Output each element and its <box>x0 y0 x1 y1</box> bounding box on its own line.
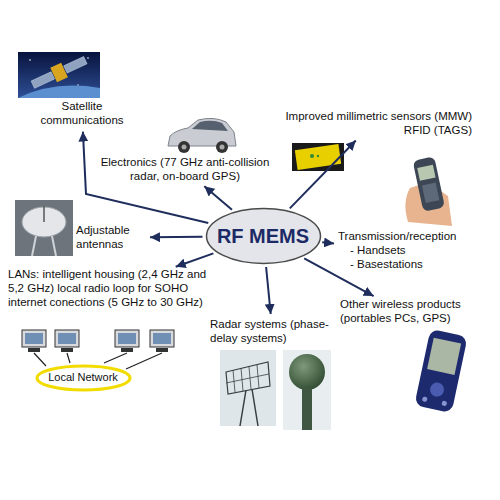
satellite-picture <box>18 52 100 98</box>
ellipse-node: RF MEMS <box>205 207 322 265</box>
ellipse-shape <box>206 209 320 264</box>
car-picture <box>216 141 228 153</box>
car-picture <box>182 145 187 150</box>
antenna-dish-picture <box>15 200 73 256</box>
sensor-picture <box>310 154 314 158</box>
antenna-dish-picture <box>22 207 66 237</box>
sensor-picture <box>292 143 344 171</box>
radar-picture <box>226 362 270 394</box>
radar-picture <box>302 388 312 430</box>
network-picture <box>22 330 174 369</box>
arrow-connector <box>204 186 232 210</box>
gps-picture <box>429 381 446 398</box>
antenna-dish-picture <box>15 200 73 256</box>
sensor-picture <box>317 155 319 157</box>
arrow-connector <box>322 242 334 243</box>
gps-picture <box>427 338 461 375</box>
arrow-connector <box>290 141 356 209</box>
phone-picture <box>413 156 445 211</box>
phone-picture <box>422 183 439 204</box>
node-text: LANs: intelligent housing (2,4 GHz and 5… <box>8 268 218 309</box>
radar-picture <box>220 350 276 426</box>
antenna-dish-picture <box>32 236 56 256</box>
car-picture <box>178 141 190 153</box>
car-picture <box>168 118 236 153</box>
node-text: Improved millimetric sensors (MMW) <box>272 110 472 124</box>
satellite-picture <box>29 53 88 92</box>
phone-picture <box>405 156 452 226</box>
sensor-picture <box>295 144 341 170</box>
radar-picture <box>240 389 258 426</box>
network-picture <box>61 348 73 352</box>
node-text: Transmission/reception <box>338 230 468 244</box>
satellite-picture <box>64 57 87 74</box>
network-picture <box>153 333 171 344</box>
arrow-connector <box>266 267 271 314</box>
gps-picture <box>441 400 447 406</box>
satellite-picture <box>18 52 100 98</box>
text-node: Electronics (77 GHz anti-collision radar… <box>95 156 275 184</box>
network-picture <box>58 333 76 344</box>
network-picture <box>118 333 136 344</box>
network-picture <box>25 333 43 344</box>
arrow-connector <box>176 253 214 266</box>
text-node: Adjustable antennas <box>76 224 146 252</box>
node-subtext: - Basestations <box>338 258 468 272</box>
phone-picture <box>417 165 435 181</box>
satellite-picture <box>87 57 89 59</box>
gps-picture <box>414 329 467 413</box>
antenna-dish-picture <box>43 206 45 222</box>
text-node: Satellite communications <box>32 100 132 128</box>
network-picture <box>22 330 46 347</box>
ellipse-node: Local Network <box>34 363 133 393</box>
text-node: Improved millimetric sensors (MMW)RFID (… <box>272 110 472 138</box>
ellipse-shape <box>37 366 130 390</box>
gps-picture <box>414 329 467 413</box>
network-picture <box>121 348 133 352</box>
gps-picture <box>414 329 467 413</box>
text-node: LANs: intelligent housing (2,4 GHz and 5… <box>8 268 218 309</box>
node-text: Radar systems (phase-delay systems) <box>210 318 335 346</box>
sensor-picture <box>292 143 344 171</box>
network-picture <box>28 348 40 352</box>
radar-picture <box>283 350 331 430</box>
car-picture <box>192 121 228 131</box>
text-node: Other wireless products (portables PCs, … <box>340 298 465 326</box>
node-text: Local Network <box>48 371 118 384</box>
network-picture <box>55 330 79 347</box>
node-text: Electronics (77 GHz anti-collision radar… <box>95 156 275 184</box>
text-node: Transmission/reception- Handsets- Basest… <box>338 230 468 271</box>
radar-picture <box>289 354 325 390</box>
satellite-picture <box>29 59 31 61</box>
radar-picture <box>220 350 331 430</box>
node-subtext: RFID (TAGS) <box>272 124 472 138</box>
node-subtext: - Handsets <box>338 244 468 258</box>
car-picture <box>168 118 236 146</box>
node-text: RF MEMS <box>217 224 309 248</box>
phone-picture <box>413 156 445 211</box>
network-picture <box>150 330 174 347</box>
satellite-picture <box>18 86 100 98</box>
radar-picture <box>226 365 269 392</box>
car-picture <box>220 145 225 150</box>
node-text: Adjustable antennas <box>76 224 146 252</box>
text-node: Radar systems (phase-delay systems) <box>210 318 335 346</box>
network-picture <box>115 330 139 347</box>
arrow-connector <box>150 236 203 239</box>
satellite-picture <box>31 72 54 89</box>
satellite-picture <box>77 84 78 85</box>
gps-picture <box>422 396 428 402</box>
node-text: Other wireless products (portables PCs, … <box>340 298 465 326</box>
network-picture <box>156 348 168 352</box>
node-text: Satellite communications <box>32 100 132 128</box>
